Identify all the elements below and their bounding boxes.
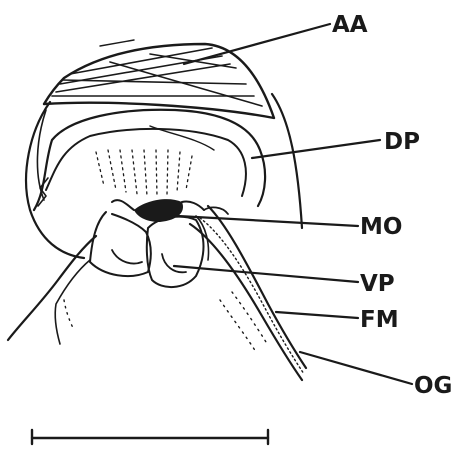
label-mo: MO (360, 214, 402, 240)
scale-bar (32, 430, 268, 444)
body-outline (26, 94, 302, 258)
anterior-band (44, 40, 274, 118)
label-dp: DP (384, 129, 420, 155)
dorsal-plate (34, 110, 265, 210)
label-aa: AA (332, 12, 368, 38)
label-vp: VP (360, 271, 395, 297)
lower-body (8, 236, 266, 352)
ciliary-hatching (96, 150, 192, 196)
label-fm: FM (360, 307, 399, 333)
oblique-tube (190, 206, 306, 380)
label-og: OG (414, 373, 452, 399)
